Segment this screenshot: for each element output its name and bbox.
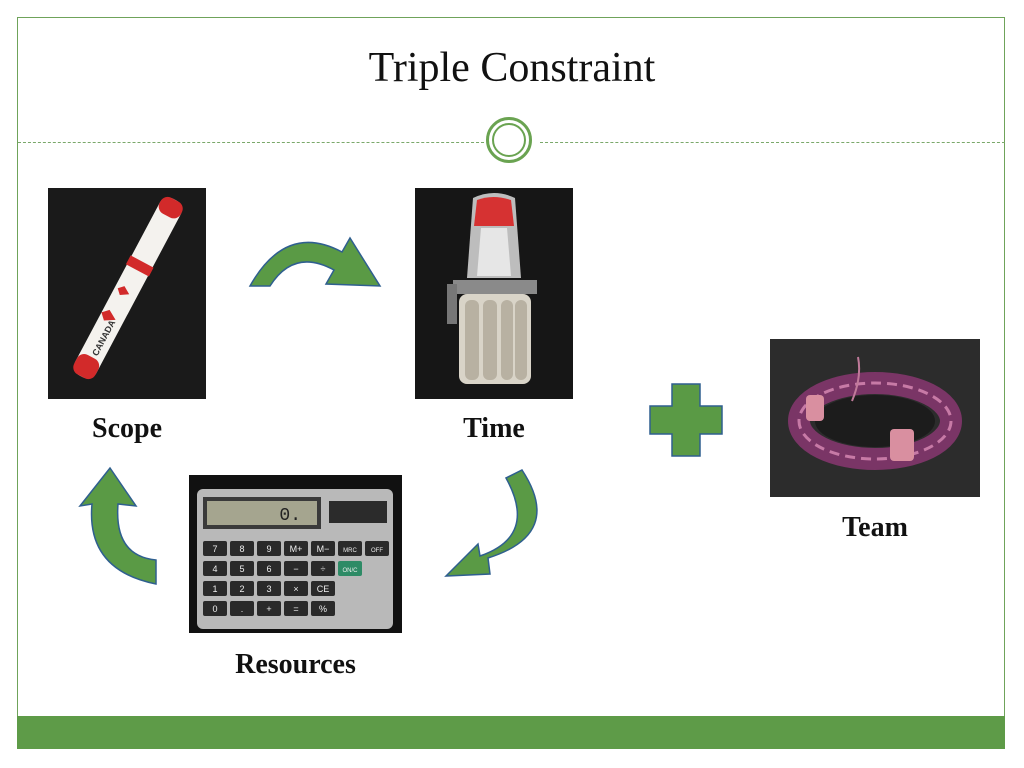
calculator-key-label: 2 — [239, 584, 244, 594]
calculator-key-label: CE — [317, 584, 330, 594]
calculator-key — [284, 581, 308, 596]
arrow-scope-to-time-icon — [248, 236, 382, 287]
calculator-key-label: − — [293, 564, 298, 574]
calculator-key-label: 7 — [212, 544, 217, 554]
team-label: Team — [842, 512, 908, 543]
calculator-display: 0. — [279, 506, 301, 526]
arrow-resources-to-scope-icon — [78, 466, 157, 585]
calculator-key-label: + — [266, 604, 271, 614]
calculator-key — [230, 561, 254, 576]
calculator-key-label: = — [293, 604, 298, 614]
calculator-key — [311, 541, 335, 556]
scope-label: Scope — [92, 413, 162, 444]
calculator-key-label: 5 — [239, 564, 244, 574]
arrow-time-to-resources-icon — [444, 469, 538, 577]
calculator-key-label: 3 — [266, 584, 271, 594]
calculator-key-label: 1 — [212, 584, 217, 594]
calculator-key-label: 9 — [266, 544, 271, 554]
calculator-key — [230, 541, 254, 556]
calculator-key — [230, 581, 254, 596]
calculator-key-label: 8 — [239, 544, 244, 554]
calculator-key-label: ÷ — [321, 564, 326, 574]
calculator-key — [230, 601, 254, 616]
calculator-key-label: MRC — [343, 548, 357, 554]
calculator-key — [365, 541, 389, 556]
calculator-key-label: 6 — [266, 564, 271, 574]
calculator-key — [203, 541, 227, 556]
calculator-key — [338, 561, 362, 576]
slide-title: Triple Constraint — [368, 45, 656, 91]
calculator-key — [257, 601, 281, 616]
resources-calculator-photo: 0. 7 8 9 M+ M− MRC OFF 4 5 6 − ÷ ON/C 1 2 3 × CE 0. + =% — [189, 475, 402, 633]
calculator-key — [338, 541, 362, 556]
resources-label: Resources — [235, 649, 356, 680]
calculator-key — [284, 601, 308, 616]
scope-pen-photo: CANADA — [48, 188, 206, 399]
time-stamp-photo — [415, 188, 573, 399]
calculator-key-label: ON/C — [343, 568, 359, 574]
calculator-key — [257, 541, 281, 556]
plus-icon — [649, 383, 723, 457]
calculator-key-label: % — [319, 604, 327, 614]
calculator-key — [257, 581, 281, 596]
calculator-key — [284, 541, 308, 556]
title-divider-right — [540, 142, 1005, 143]
calculator-key — [203, 581, 227, 596]
calculator-key-label: . — [241, 604, 244, 614]
divider-ornament-icon — [486, 117, 532, 163]
calculator-key — [284, 561, 308, 576]
calculator-key — [311, 601, 335, 616]
title-divider-left — [18, 142, 484, 143]
calculator-key-label: 0 — [212, 604, 217, 614]
calculator-key-label: 4 — [212, 564, 217, 574]
time-label: Time — [463, 413, 525, 444]
calculator-key-label: M− — [317, 544, 330, 554]
team-bracelet-photo — [770, 339, 980, 497]
calculator-key — [257, 561, 281, 576]
calculator-key-label: × — [293, 584, 298, 594]
calculator-key-label: OFF — [371, 548, 383, 554]
calculator-key — [311, 581, 335, 596]
calculator-key — [203, 601, 227, 616]
calculator-key-label: M+ — [290, 544, 303, 554]
calculator-key — [203, 561, 227, 576]
footer-bar — [17, 716, 1005, 749]
calculator-key — [311, 561, 335, 576]
